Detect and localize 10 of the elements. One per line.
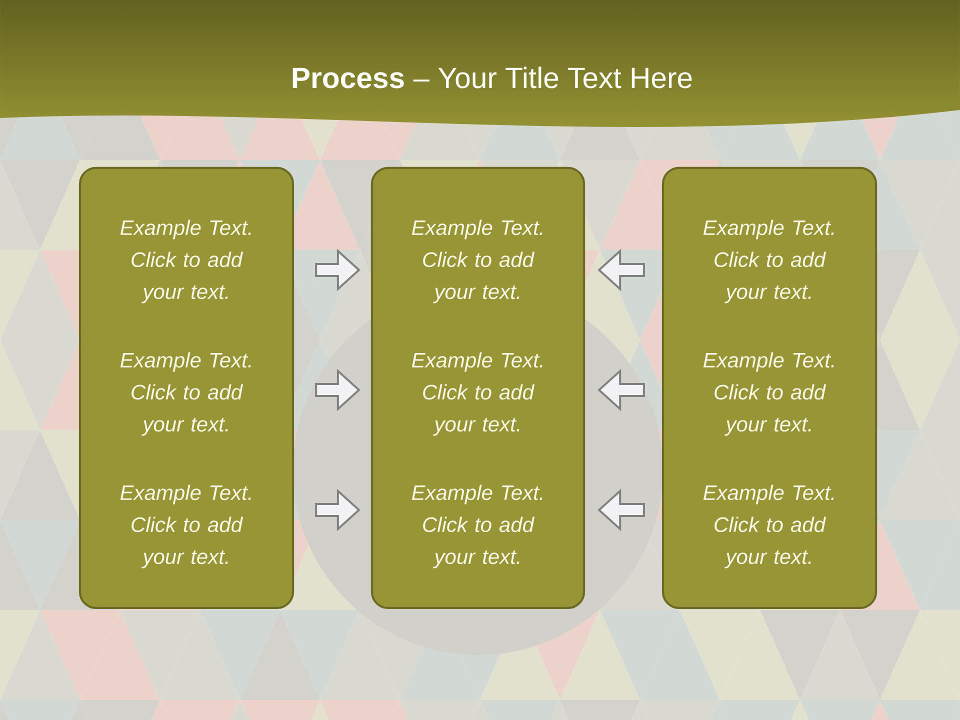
process-box: Example Text. Click to add your text. Example Text. Click to add your text. Example Text. Click to add your text. [78,166,294,610]
arrow [315,248,360,292]
arrow [598,248,645,292]
arrow [315,488,360,532]
arrow [598,488,645,532]
title: Process – Your Title Text Here [292,66,692,88]
process-box: Example Text. Click to add your text. Example Text. Click to add your text. Example Text. Click to add your text. [662,166,878,610]
arrow [598,368,645,412]
process-box: Example Text. Click to add your text. Example Text. Click to add your text. Example Text. Click to add your text. [370,166,586,610]
arrow [315,368,360,412]
